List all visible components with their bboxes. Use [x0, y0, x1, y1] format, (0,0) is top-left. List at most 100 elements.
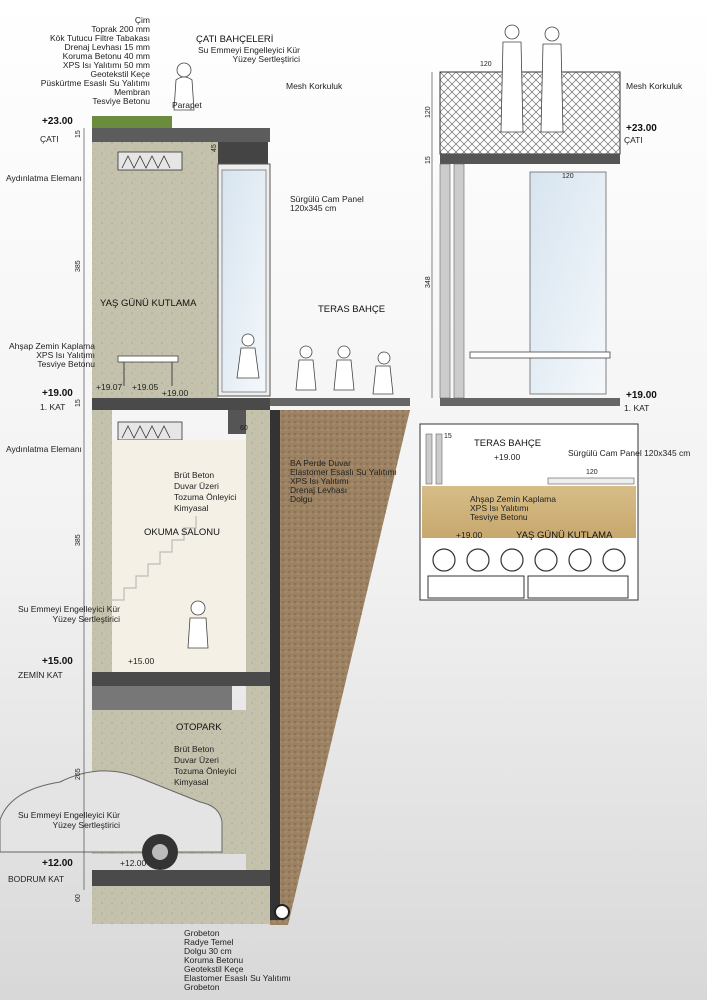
soil-backfill: [270, 410, 410, 925]
roof-layer: Toprak 200 mm: [91, 24, 150, 34]
foundation-layer: Dolgu 30 cm: [184, 946, 232, 956]
roof-level-right: +23.00: [626, 123, 657, 134]
ground-slab: [92, 672, 270, 686]
concrete-note-2-line: Kimyasal: [174, 777, 209, 787]
foundation-layer: Grobeton: [184, 928, 220, 938]
retaining-membrane: [270, 410, 280, 920]
first-sub-level-a: +19.07: [96, 382, 123, 392]
dim-label: 265: [75, 768, 82, 780]
mesh-railing: [439, 71, 621, 155]
roof-slab: [92, 128, 270, 142]
foundation-layer: Grobeton: [184, 982, 220, 992]
surface-note-line: Su Emmeyi Engelleyici Kür: [198, 45, 300, 55]
foundation: [92, 886, 270, 924]
basement-slab: [92, 870, 270, 886]
first-sub-level-c: +19.00: [162, 388, 189, 398]
roof-floor-name: ÇATI: [40, 134, 59, 144]
roof-layer: Geotekstil Keçe: [90, 69, 150, 79]
dim-label: 120: [425, 106, 432, 118]
right-section: [431, 24, 621, 406]
foundation-layer: Geotekstil Keçe: [184, 964, 244, 974]
roof-layers-list: Çim Toprak 200 mm Kök Tutucu Filtre Taba…: [41, 15, 151, 106]
basement-sub-level: +12.00: [120, 858, 147, 868]
lighting-zigzag-2: [121, 425, 171, 439]
dim-label: 45: [211, 144, 218, 152]
lighting-label-1: Aydınlatma Elemanı: [6, 173, 82, 183]
roof-layer: Çim: [135, 15, 150, 25]
first-floor-slab: [92, 398, 270, 410]
floor-layer: XPS Isı Yalıtımı: [36, 350, 95, 360]
mesh-label: Mesh Korkuluk: [286, 81, 343, 91]
retaining-layer: Drenaj Levhası: [290, 485, 347, 495]
surface-note-2-line: Yüzey Sertleştirici: [52, 614, 120, 624]
detail-bench-a: [427, 575, 525, 599]
lighting-fixture-1: [117, 151, 183, 171]
roof-layer: Tesviye Betonu: [92, 96, 150, 106]
detail-column-a: [425, 433, 433, 485]
detail-lights: [432, 548, 626, 572]
table-top: [117, 355, 179, 363]
reading-wall-right: [246, 410, 270, 672]
surface-note-3-line: Su Emmeyi Engelleyici Kür: [18, 810, 120, 820]
parking-label: OTOPARK: [176, 722, 222, 733]
people-right: [500, 24, 564, 133]
roof-level: +23.00: [42, 116, 73, 127]
reading-wall-left: [92, 410, 112, 672]
retaining-layer: Dolgu: [290, 494, 312, 504]
floor-layer: Tesviye Betonu: [37, 359, 95, 369]
detail-floor-layer: XPS Isı Yalıtımı: [470, 503, 529, 513]
ground-floor-name: ZEMİN KAT: [18, 670, 63, 680]
surface-note-2-line: Su Emmeyi Engelleyici Kür: [18, 604, 120, 614]
detail-level: +19.00: [456, 530, 483, 540]
roof-grass: [92, 116, 172, 128]
detail-birthday-label: YAŞ GÜNÜ KUTLAMA: [516, 530, 613, 541]
basement-floor-name: BODRUM KAT: [8, 874, 64, 884]
car-silhouette: [0, 770, 223, 853]
retaining-layer: XPS Isı Yalıtımı: [290, 476, 349, 486]
detail-section: [419, 423, 639, 601]
roof-slab-right: [440, 154, 620, 164]
reading-label: OKUMA SALONU: [144, 527, 220, 538]
roof-layer: Kök Tutucu Filtre Tabakası: [50, 33, 150, 43]
dim-label: 385: [75, 534, 82, 546]
ground-sub-level: +15.00: [128, 656, 155, 666]
roof-layer: Membran: [114, 87, 150, 97]
dim-label: 348: [425, 276, 432, 288]
concrete-note-line: Brüt Beton: [174, 470, 214, 480]
dim-label: 385: [75, 260, 82, 272]
concrete-note-line: Tozuma Önleyici: [174, 492, 236, 502]
basement-level: +12.00: [42, 858, 73, 869]
detail-dim-15: 15: [444, 433, 452, 440]
roof-layer: Püskürtme Esaslı Su Yalıtımı: [41, 78, 150, 88]
table-legs: [123, 362, 173, 386]
detail-glass-label: Sürgülü Cam Panel 120x345 cm: [568, 448, 690, 458]
dim-label: 15: [75, 399, 82, 407]
sliding-glass-line: 120x345 cm: [290, 203, 336, 213]
dim-label: 120: [562, 173, 574, 180]
foundation-layers-list: Grobeton Radye Temel Dolgu 30 cm Koruma …: [184, 928, 291, 992]
roof-beam: [218, 142, 268, 164]
floor-slab-right: [440, 398, 620, 406]
roof-layer: XPS Isı Yalıtımı 50 mm: [63, 60, 150, 70]
reading-room-interior: [112, 440, 246, 672]
retaining-layer: Elastomer Esaslı Su Yalıtımı: [290, 467, 397, 477]
table-right: [469, 351, 611, 359]
concrete-note-line: Kimyasal: [174, 503, 209, 513]
dim-label: 60: [240, 425, 248, 432]
detail-column-b: [435, 433, 443, 485]
ground-beam: [92, 686, 232, 710]
mesh-label-right: Mesh Korkuluk: [626, 81, 683, 91]
detail-terrace-level: +19.00: [494, 452, 521, 462]
birthday-label: YAŞ GÜNÜ KUTLAMA: [100, 298, 197, 309]
upper-wall-concrete: [92, 142, 218, 398]
parking-wall-right: [246, 686, 270, 898]
parapet-label: Parapet: [172, 100, 202, 110]
stair-outline: [112, 516, 197, 601]
roof-layer: Drenaj Levhası 15 mm: [64, 42, 150, 52]
sliding-glass-line: Sürgülü Cam Panel: [290, 194, 364, 204]
floor-layer: Ahşap Zemin Kaplama: [9, 341, 95, 351]
dim-label: 15: [425, 156, 432, 164]
retaining-layer: BA Perde Duvar: [290, 458, 351, 468]
